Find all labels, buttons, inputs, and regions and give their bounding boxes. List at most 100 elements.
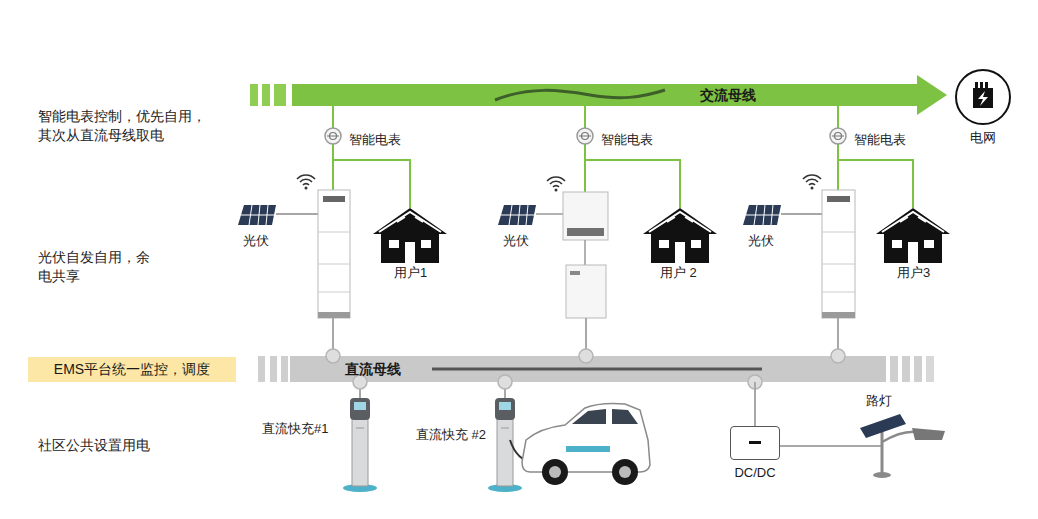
- drawing-part: [926, 356, 934, 382]
- node-text: 直流母线: [345, 356, 401, 382]
- drawing-part: [281, 356, 288, 382]
- pv-label: 光伏: [503, 232, 529, 250]
- drawing-part: [822, 264, 855, 265]
- drawing-part: [572, 409, 606, 424]
- drawing-part: [332, 144, 334, 190]
- drawing-part: [432, 368, 762, 371]
- storage-unit: [318, 190, 350, 318]
- drawing-part: [579, 349, 593, 363]
- drawing-part: [876, 208, 950, 263]
- dcdc-box: DC/DC: [730, 426, 780, 460]
- electric-car: [510, 404, 650, 486]
- drawing-part: [318, 312, 350, 318]
- user-label: 用户3: [897, 264, 930, 282]
- drawing-part: [274, 84, 286, 106]
- drawing-part: [563, 192, 608, 240]
- drawing-part: [837, 106, 839, 128]
- meter-label: 智能电表: [349, 131, 401, 149]
- side-note: 光伏自发自用，余 电共享: [38, 248, 158, 286]
- drawing-part: [547, 177, 565, 192]
- drawing-part: [831, 349, 845, 363]
- drawing-part: [873, 472, 891, 478]
- drawing-part: [567, 228, 604, 236]
- drawing-part: [566, 446, 610, 452]
- dc-bus-band: 直流母线: [290, 356, 886, 382]
- user-label: 用户1: [394, 264, 427, 282]
- ac-bus: [250, 84, 916, 106]
- drawing-part: [495, 90, 665, 100]
- drawing-part: [570, 271, 580, 275]
- drawing-part: [276, 213, 318, 214]
- ac-bus-band: 交流母线: [292, 84, 916, 106]
- drawing-part: [837, 144, 839, 190]
- drawing-part: [270, 356, 277, 382]
- drawing-part: [353, 375, 367, 389]
- ems-box: EMS平台统一监控，调度: [28, 357, 236, 382]
- pv-label: 光伏: [748, 232, 774, 250]
- drawing-part: [318, 190, 350, 318]
- street-light: [780, 414, 945, 478]
- drawing-part: [890, 356, 898, 382]
- drawing-part: [912, 428, 945, 440]
- drawing-part: [643, 208, 717, 263]
- node-text: 电网: [970, 129, 996, 147]
- drawing-part: [914, 356, 922, 382]
- storage-unit: [822, 190, 855, 318]
- drawing-part: [973, 88, 993, 108]
- drawing-part: [323, 196, 345, 202]
- drawing-part: [373, 208, 447, 263]
- dcdc-mark: [749, 441, 761, 444]
- drawing-part: [577, 128, 593, 144]
- charger-label: 直流快充#1: [262, 420, 328, 438]
- dc-feeder-line: [754, 382, 756, 426]
- dc-wires: [333, 318, 838, 398]
- pv-wires: [276, 213, 822, 214]
- ac-bus-arrow: [915, 75, 947, 115]
- drawing-part: [343, 398, 377, 492]
- side-note: 社区公共设置用电: [38, 436, 150, 455]
- drawing-part: [297, 175, 315, 190]
- side-note: 智能电表控制，优先自用， 其次从直流母线取电: [38, 107, 216, 145]
- drawing-part: [498, 205, 536, 225]
- drawing-part: [980, 82, 983, 88]
- drawing-part: [584, 106, 586, 128]
- drawing-part: [780, 445, 882, 447]
- grid-icon: [973, 82, 993, 108]
- drawing-part: [822, 190, 855, 318]
- drawing-part: [542, 459, 568, 485]
- drawing-part: [619, 466, 631, 478]
- drawing-part: [584, 144, 586, 192]
- drawing-part: [262, 84, 270, 106]
- node-text: DC/DC: [734, 465, 775, 480]
- charger-label: 直流快充 #2: [416, 426, 486, 444]
- drawing-part: [975, 82, 978, 88]
- node-text: EMS平台统一监控，调度: [54, 361, 210, 379]
- drawing-part: [743, 205, 781, 225]
- drawing-part: [830, 128, 846, 144]
- drawing-part: [827, 196, 850, 202]
- drawing-part: [803, 175, 821, 190]
- drawing-part: [536, 213, 563, 214]
- inverter-unit: [563, 192, 608, 318]
- drawing-part: [822, 312, 855, 318]
- drawing-part: [325, 128, 341, 144]
- drawing-part: [318, 264, 350, 265]
- drawing-part: [250, 84, 258, 106]
- drawing-part: [881, 432, 884, 474]
- drawing-part: [612, 459, 638, 485]
- drawing-part: [978, 91, 988, 106]
- user-label: 用户 2: [660, 264, 697, 282]
- drawing-part: [882, 432, 918, 442]
- bus-junction: [326, 349, 845, 389]
- drawing-part: [332, 106, 334, 128]
- drawing-part: [837, 318, 839, 350]
- drawing-part: [902, 356, 910, 382]
- meter-label: 智能电表: [854, 131, 906, 149]
- grid-node: 电网: [955, 69, 1011, 125]
- drawing-part: [585, 318, 587, 350]
- pv-label: 光伏: [243, 232, 269, 250]
- drawing-part: [258, 356, 265, 382]
- drawing-part: [326, 349, 340, 363]
